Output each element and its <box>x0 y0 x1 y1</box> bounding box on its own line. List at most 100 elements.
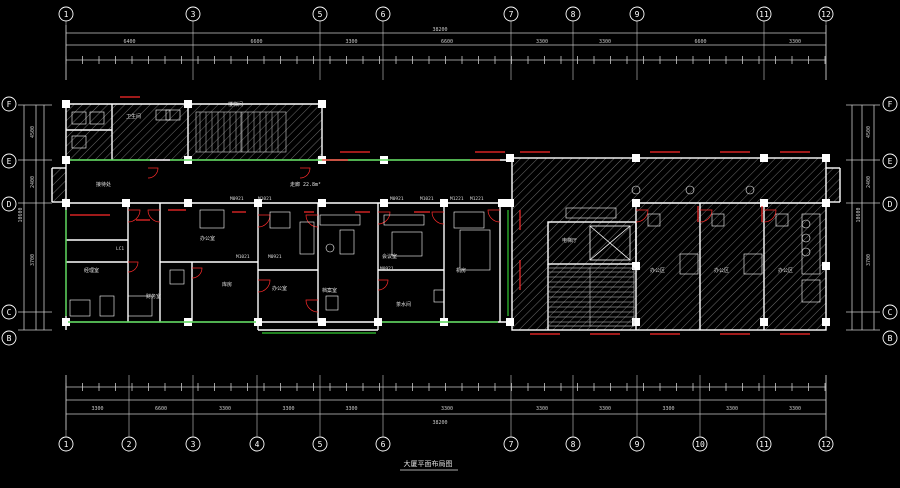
axis-left-C: C <box>1 304 17 320</box>
bottom-seg-dim: 3300 <box>536 406 548 412</box>
axis-bottom-3: 3 <box>185 436 201 452</box>
door-swing <box>487 209 501 223</box>
bottom-seg-dim: 3300 <box>599 406 611 412</box>
room-office-c: 办公区 <box>778 267 793 274</box>
column <box>254 199 262 207</box>
axis-top-1: 1 <box>58 6 74 22</box>
column <box>760 318 768 326</box>
furniture-chair <box>631 185 641 195</box>
axis-top-8: 8 <box>565 6 581 22</box>
axis-bottom-6: 6 <box>375 436 391 452</box>
door-swing <box>305 214 319 228</box>
column <box>318 199 326 207</box>
furniture-piece <box>775 213 789 227</box>
axis-bottom-5: 5 <box>312 436 328 452</box>
door-swing <box>431 211 445 225</box>
svg-text:9: 9 <box>635 10 640 19</box>
axis-bottom-7: 7 <box>503 436 519 452</box>
door-swing <box>305 299 319 313</box>
furniture-piece <box>319 214 361 226</box>
axis-right-E: E <box>882 153 898 169</box>
furniture-piece <box>89 111 105 125</box>
svg-text:C: C <box>7 308 12 317</box>
furniture-chair <box>685 185 695 195</box>
axis-bottom-2: 2 <box>121 436 137 452</box>
bottom-seg-dim: 6600 <box>155 406 167 412</box>
axis-left-F: F <box>1 96 17 112</box>
drawing-title: 大厦平面布局图 <box>404 459 453 468</box>
axis-top-7: 7 <box>503 6 519 22</box>
axis-bottom-8: 8 <box>565 436 581 452</box>
door-window-marks <box>70 96 810 335</box>
axis-bottom-10: 10 <box>692 436 708 452</box>
axis-right-D: D <box>882 196 898 212</box>
room-office1: 办公室 <box>200 235 215 242</box>
svg-text:B: B <box>888 334 893 343</box>
column <box>440 199 448 207</box>
top-seg-dim: 6600 <box>694 39 706 45</box>
furniture-chair <box>801 219 811 229</box>
column <box>318 100 326 108</box>
furniture-piece <box>69 299 91 317</box>
column <box>62 100 70 108</box>
bottom-dimension-ticks <box>65 383 826 391</box>
top-total-dim: 38200 <box>432 27 447 33</box>
right-dim-1: 4500 <box>866 126 872 138</box>
column <box>62 318 70 326</box>
right-total-dim: 10600 <box>856 207 862 222</box>
svg-text:5: 5 <box>318 10 323 19</box>
door-swing <box>377 211 391 225</box>
svg-text:10: 10 <box>695 440 705 449</box>
room-corridor: 走廊 22.8m² <box>290 181 321 188</box>
axis-bottom-1: 1 <box>58 436 74 452</box>
furniture-piece <box>169 269 185 285</box>
furniture-piece <box>801 279 821 303</box>
axis-top-11: 11 <box>756 6 772 22</box>
column <box>632 318 640 326</box>
column <box>822 154 830 162</box>
column <box>822 318 830 326</box>
furniture-piece <box>325 295 339 311</box>
right-dimension-lines <box>846 104 880 331</box>
door-tag: M0921 <box>390 196 404 202</box>
svg-text:12: 12 <box>821 440 831 449</box>
furniture-piece <box>743 253 763 275</box>
furniture-chair <box>801 247 811 257</box>
axis-top-9: 9 <box>629 6 645 22</box>
left-dimension-lines <box>18 104 52 331</box>
axis-bottom-4: 4 <box>249 436 265 452</box>
furniture-piece <box>459 229 491 271</box>
svg-text:6: 6 <box>381 10 386 19</box>
top-seg-dim: 6600 <box>250 39 262 45</box>
bottom-seg-dim: 3300 <box>441 406 453 412</box>
room-archive: 档案室 <box>322 287 337 294</box>
left-total-dim: 10600 <box>18 207 24 222</box>
svg-text:2: 2 <box>127 440 132 449</box>
column <box>506 154 514 162</box>
windows <box>65 159 509 334</box>
column <box>822 262 830 270</box>
svg-text:1: 1 <box>64 440 69 449</box>
column <box>760 154 768 162</box>
bottom-seg-dim: 3300 <box>91 406 103 412</box>
drawing-title-block: 大厦平面布局图 <box>400 459 458 471</box>
furniture-piece <box>433 289 445 303</box>
svg-text:D: D <box>888 200 893 209</box>
door-swing <box>147 167 159 179</box>
door-swing <box>127 261 139 273</box>
svg-text:7: 7 <box>509 440 514 449</box>
room-storage: 库房 <box>222 281 232 288</box>
door-swings <box>127 167 777 313</box>
top-dimension-lines <box>65 25 827 80</box>
svg-text:C: C <box>888 308 893 317</box>
column <box>380 199 388 207</box>
column <box>498 199 506 207</box>
column <box>318 318 326 326</box>
svg-text:6: 6 <box>381 440 386 449</box>
left-dim-2: 2400 <box>30 176 36 188</box>
axis-bottom-12: 12 <box>818 436 834 452</box>
